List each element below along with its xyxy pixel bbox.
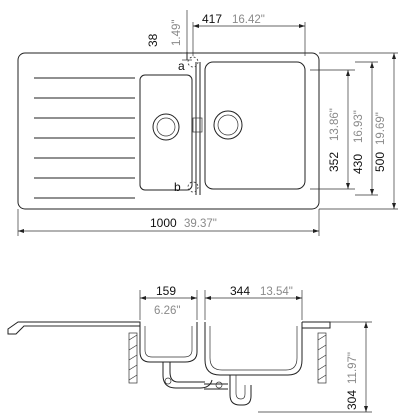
dim-overall-width: 1000 39.37" <box>17 209 320 236</box>
main-bowl-depth-inch: 16.93" <box>353 110 365 143</box>
main-bowl-profile <box>204 322 303 376</box>
drainer-profile <box>7 321 141 335</box>
section-small-bowl-mm: 159 <box>156 284 176 298</box>
section-small-bowl-inch: 6.26" <box>154 305 180 317</box>
section-main-bowl-mm: 344 <box>230 284 250 298</box>
sink-outline <box>17 52 320 210</box>
section-main-bowl-inch: 13.54" <box>260 286 293 298</box>
edge-offset-mm: 38 <box>146 33 160 47</box>
main-bowl-outline <box>204 61 306 190</box>
edge-offset-inch: 1.49" <box>171 20 183 46</box>
cabinet-right <box>317 332 327 384</box>
dim-main-bowl-width: 417 16.42" <box>192 12 306 56</box>
section-view <box>7 321 331 406</box>
overflow-slot <box>192 117 203 133</box>
small-bowl-depth-inch: 13.86" <box>329 108 341 141</box>
main-bowl-width-inch: 16.42" <box>232 14 265 26</box>
main-bowl-width-mm: 417 <box>202 12 222 26</box>
small-bowl-profile <box>139 322 198 363</box>
cabinet-left <box>128 332 138 384</box>
overall-depth-mm: 500 <box>373 152 387 172</box>
label-a: a <box>178 59 185 73</box>
overall-width-inch: 39.37" <box>184 218 217 230</box>
dim-main-bowl-depth: 430 16.93" <box>351 61 378 196</box>
dim-edge-offset: 38 1.49" <box>146 10 192 61</box>
overall-width-mm: 1000 <box>150 216 177 230</box>
label-b: b <box>174 180 181 194</box>
overall-depth-inch: 19.69" <box>375 112 387 145</box>
dim-section-small-bowl: 159 6.26" <box>139 284 198 320</box>
dim-overall-depth: 500 19.69" <box>319 52 398 210</box>
drainer-ridges <box>34 77 135 199</box>
small-bowl-depth-mm: 352 <box>327 152 341 172</box>
section-height-mm: 304 <box>345 390 359 410</box>
small-bowl-drain <box>152 113 180 141</box>
waste-pipes <box>162 362 252 406</box>
plan-view: a b <box>17 52 320 210</box>
dim-section-height: 304 11.97" <box>258 321 372 413</box>
section-height-inch: 11.97" <box>347 352 359 384</box>
small-bowl-outline <box>139 74 193 191</box>
tap-hole-a <box>187 56 199 68</box>
main-bowl-drain <box>213 110 243 140</box>
dim-section-main-bowl: 344 13.54" <box>204 284 303 320</box>
dim-small-bowl-depth: 352 13.86" <box>310 69 355 190</box>
main-bowl-depth-mm: 430 <box>351 154 365 174</box>
tap-hole-b <box>187 181 199 193</box>
